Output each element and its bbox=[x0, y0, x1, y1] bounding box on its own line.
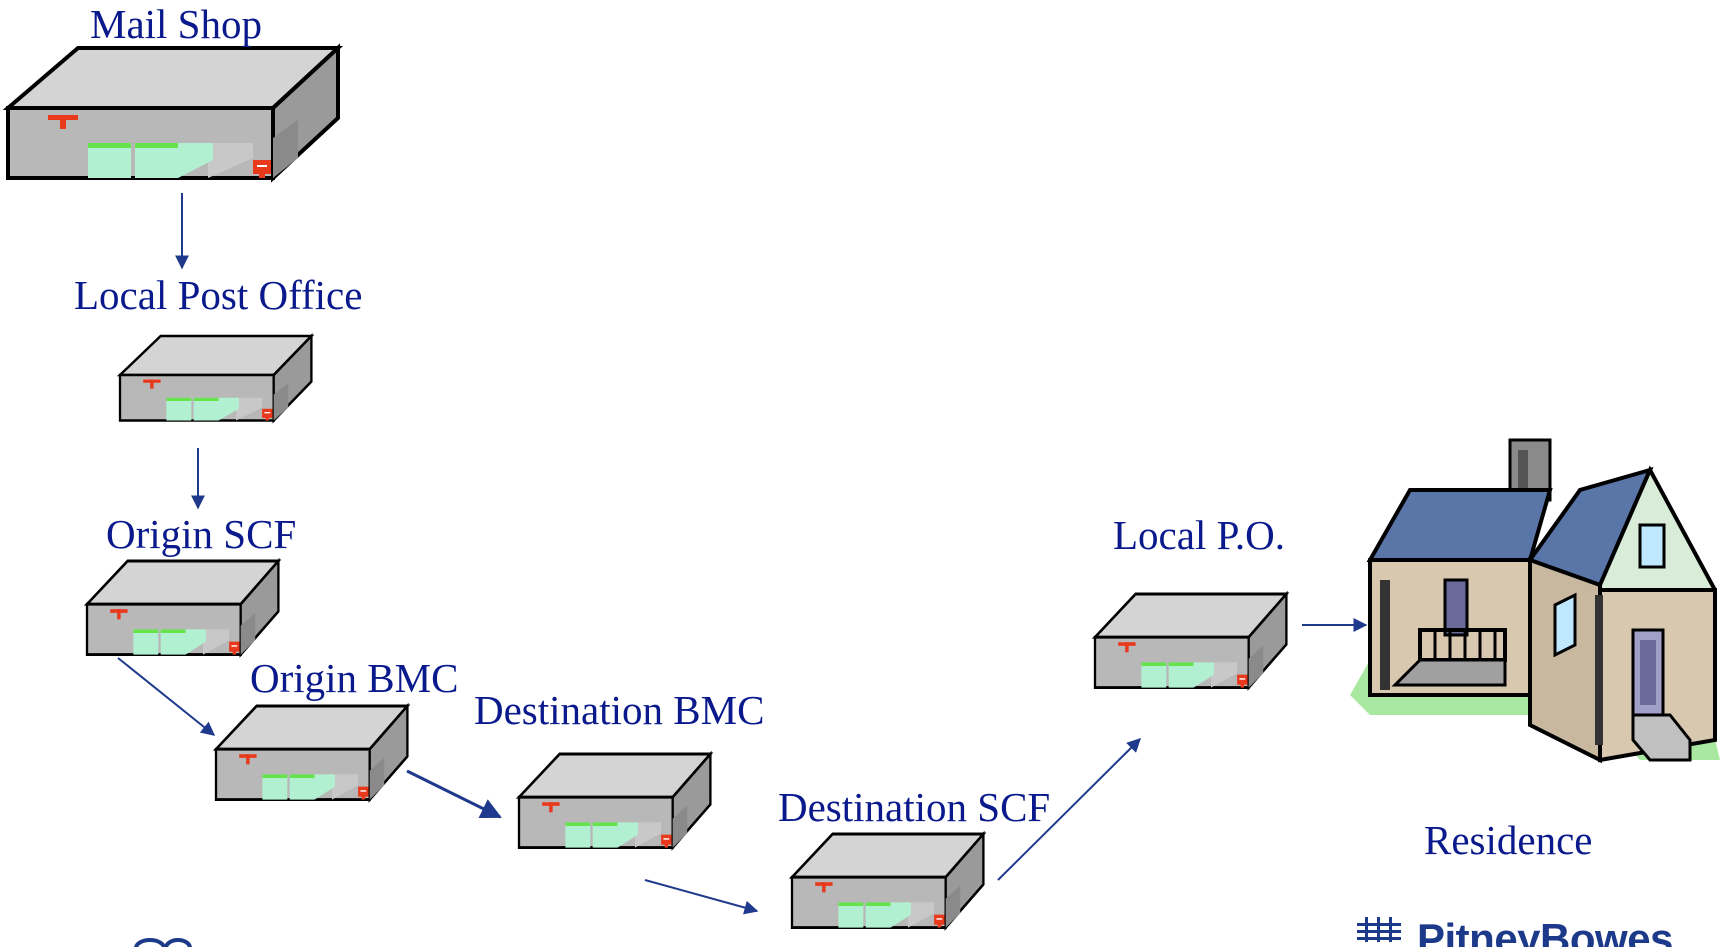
label-origin-scf: Origin SCF bbox=[106, 511, 297, 557]
label-origin-bmc: Origin BMC bbox=[250, 655, 459, 701]
residence-house bbox=[1350, 438, 1720, 764]
label-destination-bmc: Destination BMC bbox=[474, 687, 765, 733]
label-local-po: Local P.O. bbox=[1113, 512, 1285, 558]
local-po-building bbox=[1093, 592, 1288, 690]
pitney-bowes-logo-text: PitneyBowes bbox=[1417, 917, 1673, 947]
label-destination-scf: Destination SCF bbox=[778, 784, 1051, 830]
arrow-destination-bmc-to-destination-scf bbox=[644, 879, 759, 915]
label-local-post-office: Local Post Office bbox=[74, 272, 363, 318]
pitney-bowes-logo: PitneyBowes bbox=[1355, 917, 1685, 947]
label-mail-shop: Mail Shop bbox=[90, 1, 262, 47]
local-post-office-building bbox=[118, 334, 313, 422]
arrow-origin-scf-to-origin-bmc bbox=[117, 657, 216, 736]
corner-logo-fragment bbox=[130, 935, 210, 947]
destination-scf-building bbox=[790, 832, 985, 930]
label-residence: Residence bbox=[1424, 817, 1593, 863]
destination-bmc-building bbox=[517, 752, 712, 850]
origin-bmc-building bbox=[214, 704, 409, 802]
origin-scf-building bbox=[85, 559, 280, 657]
mail-shop-building bbox=[6, 46, 340, 180]
arrow-origin-bmc-to-destination-bmc bbox=[406, 769, 502, 819]
pitney-bowes-mark-icon bbox=[1357, 917, 1401, 942]
arrow-destination-scf-to-local-po bbox=[997, 738, 1141, 881]
